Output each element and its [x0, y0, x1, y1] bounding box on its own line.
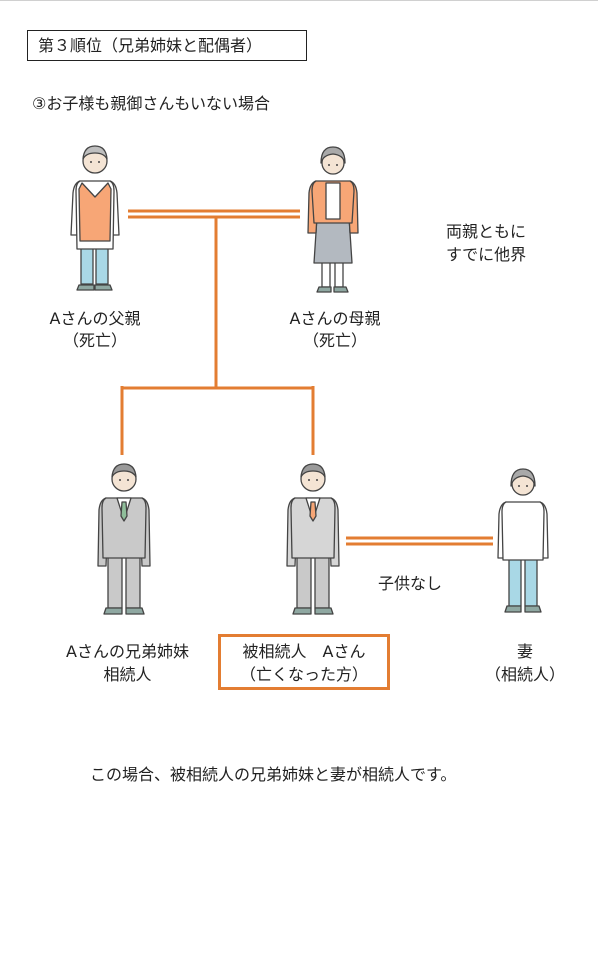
sibling-role: 相続人 — [103, 665, 152, 684]
sibling-label: Aさんの兄弟姉妹 — [66, 642, 189, 661]
no-children-note: 子供なし — [378, 574, 443, 593]
parents-note-line1: 両親ともに — [446, 222, 527, 241]
parents-note-line2: すでに他界 — [446, 245, 527, 264]
top-divider — [0, 0, 598, 1]
mother-figure — [307, 146, 359, 293]
sibling-figure — [97, 463, 151, 615]
conclusion-text: この場合、被相続人の兄弟姉妹と妻が相続人です。 — [90, 765, 457, 784]
spouse-figure — [497, 468, 549, 613]
spouse-label: 妻 — [516, 642, 533, 661]
spouse-role: （相続人） — [484, 665, 565, 684]
decedent-label: 被相続人 Aさん — [242, 642, 366, 661]
decedent-note: （亡くなった方） — [239, 665, 368, 684]
section-title: 第３順位（兄弟姉妹と配偶者） — [27, 30, 307, 61]
decedent-highlight-box — [218, 634, 390, 690]
mother-status: （死亡） — [302, 331, 367, 350]
decedent-figure — [286, 463, 340, 615]
father-figure — [70, 145, 120, 291]
father-label: Aさんの父親 — [49, 309, 141, 328]
mother-label: Aさんの母親 — [289, 309, 381, 328]
case-subtitle: ③お子様も親御さんもいない場合 — [32, 94, 271, 113]
father-status: （死亡） — [62, 331, 127, 350]
